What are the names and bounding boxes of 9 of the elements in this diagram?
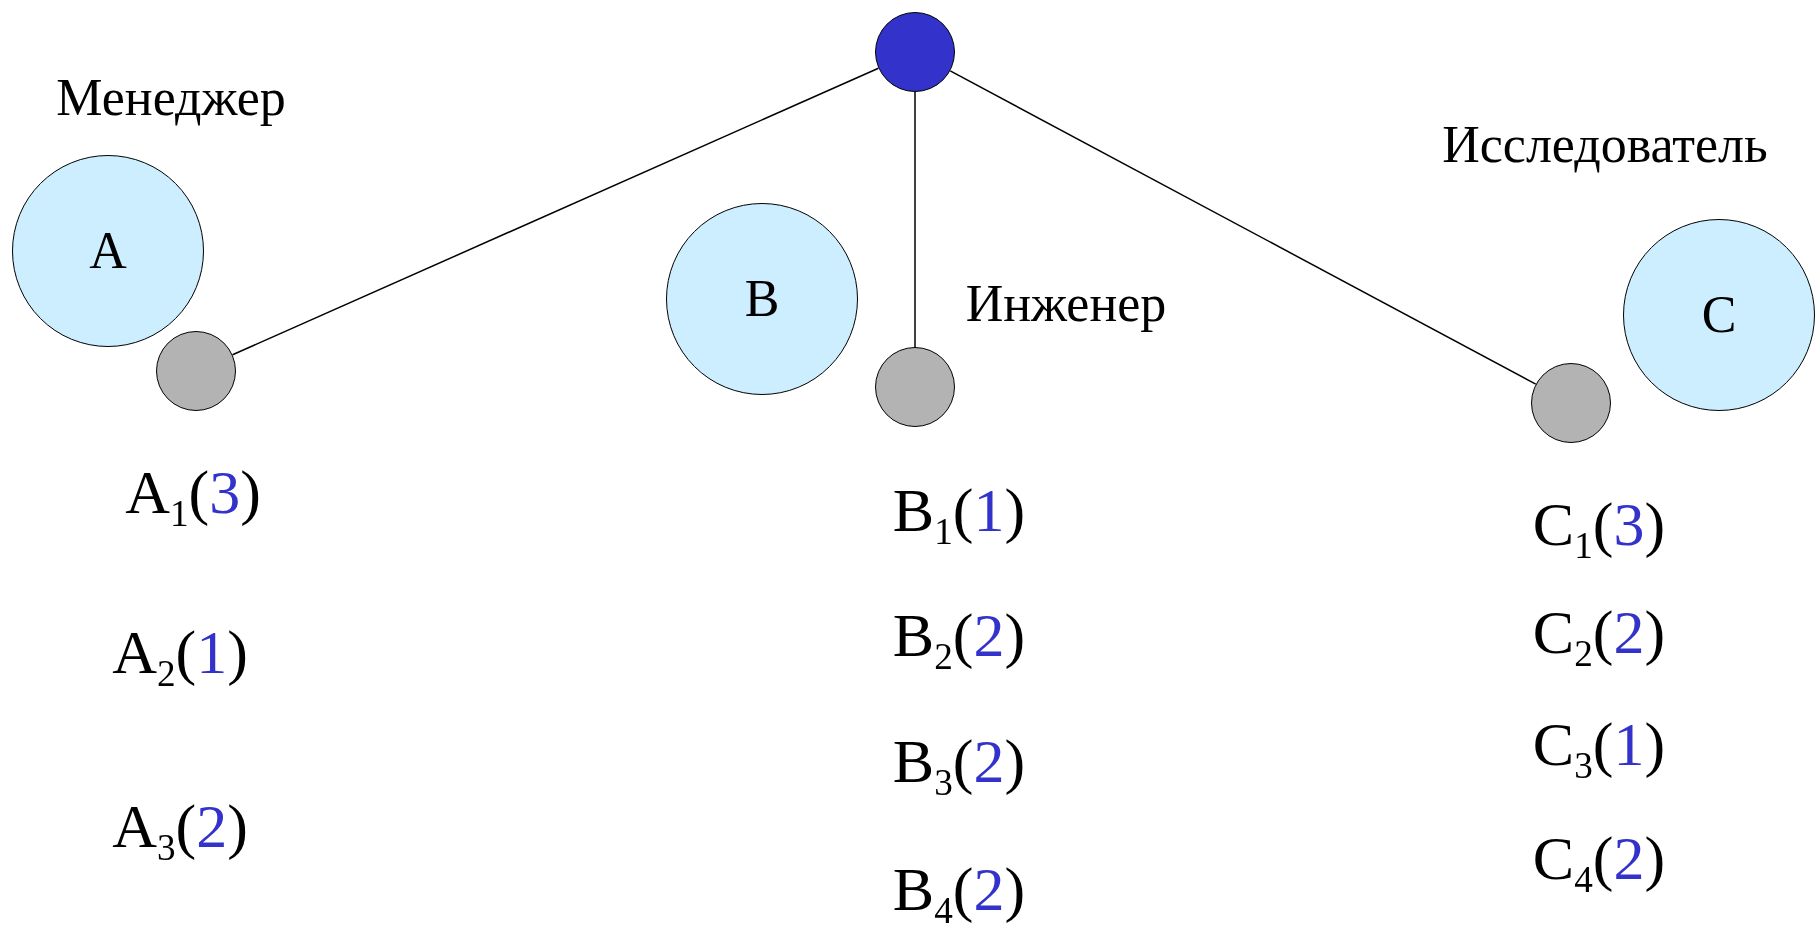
role-label: Инженер: [965, 278, 1167, 330]
connector-line: [949, 70, 1537, 385]
circle-letter: A: [89, 225, 127, 277]
role-label: Исследователь: [1442, 119, 1768, 171]
connector-line: [914, 91, 916, 348]
circle-letter: B: [744, 273, 780, 325]
role-label: Менеджер: [56, 72, 286, 124]
circle-letter: C: [1701, 289, 1737, 341]
connector-line: [231, 67, 880, 356]
